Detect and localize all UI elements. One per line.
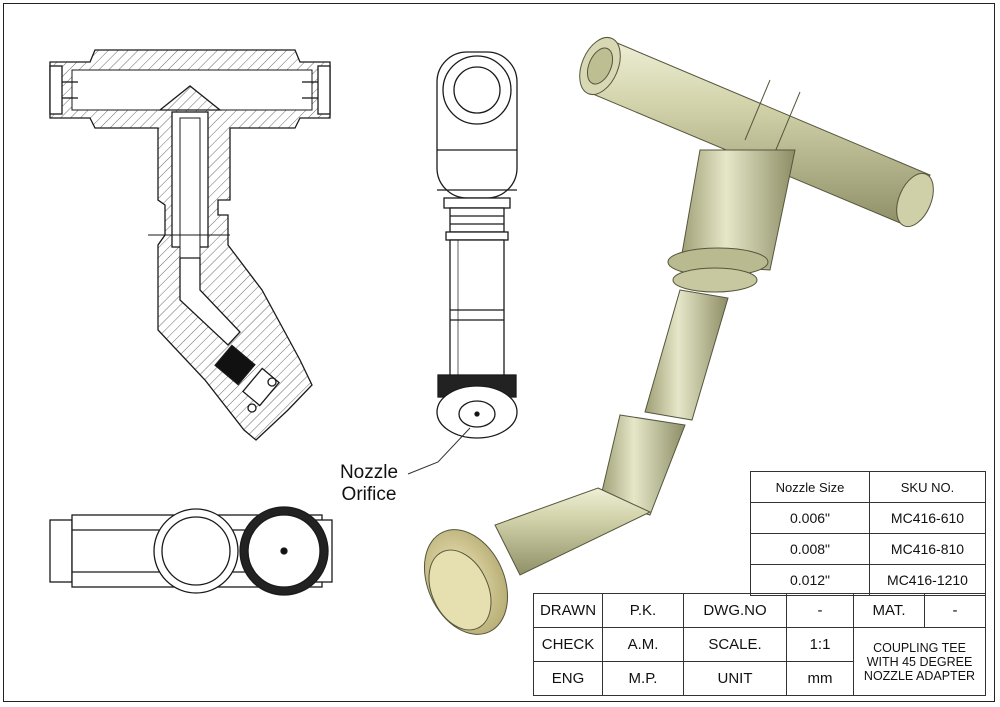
tb-cell: 1:1 (786, 627, 854, 662)
tb-cell: - (924, 593, 986, 628)
callout-line-2: Orifice (341, 484, 397, 505)
sku-cell: 0.008" (750, 533, 870, 565)
sku-header-sku-no: SKU NO. (869, 471, 986, 503)
tb-cell: MAT. (853, 593, 925, 628)
section-view (49, 49, 331, 441)
drawing-title: COUPLING TEE WITH 45 DEGREE NOZZLE ADAPT… (853, 627, 986, 696)
top-view (49, 506, 333, 596)
title-block: DRAWN P.K. DWG.NO - MAT. - CHECK A.M. SC… (533, 593, 986, 696)
tb-cell: P.K. (602, 593, 684, 628)
side-view (436, 51, 518, 439)
sku-cell: 0.006" (750, 502, 870, 534)
title-line: COUPLING TEE (873, 640, 966, 655)
tb-cell: UNIT (683, 661, 787, 696)
sku-cell: MC416-1210 (869, 564, 986, 596)
callout-leader (407, 427, 471, 475)
isometric-view (423, 37, 934, 635)
tb-cell: DWG.NO (683, 593, 787, 628)
sku-cell: 0.012" (750, 564, 870, 596)
tb-cell: A.M. (602, 627, 684, 662)
drawing-border (3, 3, 995, 702)
sku-header-nozzle-size: Nozzle Size (750, 471, 870, 503)
tb-cell: mm (786, 661, 854, 696)
tb-cell: ENG (533, 661, 603, 696)
sku-cell: MC416-810 (869, 533, 986, 565)
sku-table: Nozzle Size SKU NO. 0.006" MC416-610 0.0… (750, 471, 986, 596)
tb-cell: DRAWN (533, 593, 603, 628)
tb-cell: - (786, 593, 854, 628)
title-line: NOZZLE ADAPTER (863, 668, 976, 683)
tb-cell: M.P. (602, 661, 684, 696)
tb-cell: SCALE. (683, 627, 787, 662)
callout-line-1: Nozzle (339, 462, 399, 483)
tb-cell: CHECK (533, 627, 603, 662)
title-line: WITH 45 DEGREE (866, 654, 973, 669)
nozzle-orifice-label: Nozzle Orifice (326, 462, 412, 506)
sku-cell: MC416-610 (869, 502, 986, 534)
